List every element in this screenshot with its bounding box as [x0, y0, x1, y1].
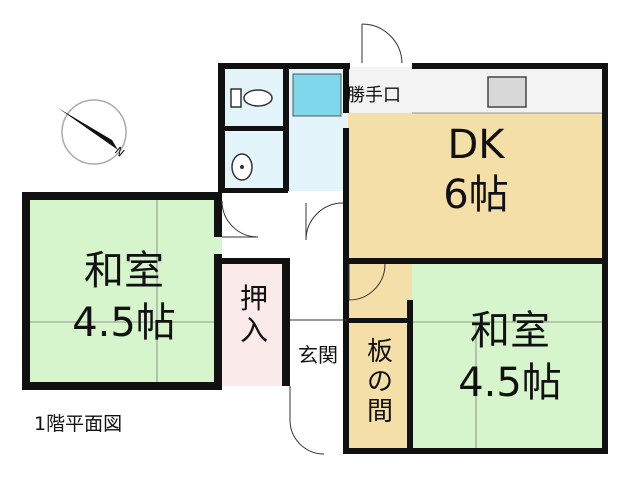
katteguchi-area: [348, 67, 412, 113]
oshiire-area: [222, 261, 286, 386]
walls: [22, 63, 608, 454]
dk-size-label: 6帖: [443, 172, 508, 218]
toilet-tank: [230, 88, 242, 108]
floor-plan-caption: 1階平面図: [34, 413, 122, 435]
door-swings: [221, 23, 403, 455]
washitsu-left-name-label: 和室: [84, 248, 164, 294]
toilet-icon: [243, 89, 273, 107]
genkan-label: 玄関: [298, 343, 338, 367]
compass-icon: N: [58, 99, 127, 165]
bathtub: [292, 73, 342, 117]
storage-closet-area: [348, 261, 412, 322]
oshiire-label: 押入: [240, 282, 268, 347]
dk-area: [348, 113, 604, 261]
washitsu-right-size-label: 4.5帖: [458, 360, 562, 406]
washroom-area: [222, 129, 286, 191]
dk-name-label: DK: [447, 122, 506, 168]
sink-icon: [487, 76, 527, 108]
washitsu-right-area: [412, 261, 604, 450]
washbasin-drain: [240, 165, 244, 169]
washitsu-left-size-label: 4.5帖: [72, 300, 176, 346]
washitsu-right-name-label: 和室: [470, 308, 550, 354]
itanoma-label: 板の間: [367, 337, 393, 427]
washitsu-left-area: [26, 196, 222, 386]
tatami-grid: [26, 112, 604, 450]
katteguchi-label: 勝手口: [347, 85, 401, 106]
itanoma-area: [348, 322, 412, 450]
